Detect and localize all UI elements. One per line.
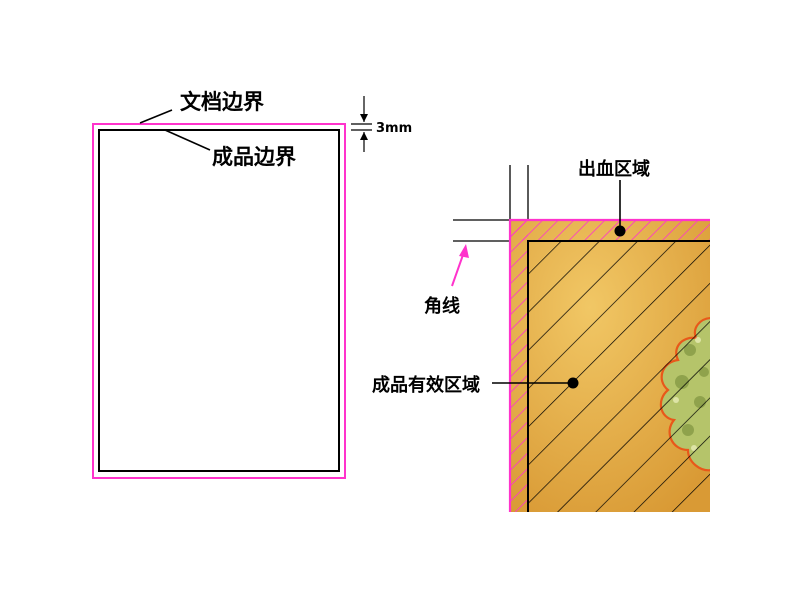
corner-line-label: 角线 xyxy=(424,295,460,317)
bleed-area-label: 出血区域 xyxy=(578,158,650,180)
finished-border xyxy=(98,129,340,472)
dimension-arrows-icon xyxy=(351,96,372,152)
dot-icon xyxy=(614,225,626,237)
trim-edge xyxy=(527,240,710,512)
document-border xyxy=(92,123,346,479)
corner-lines xyxy=(453,165,529,242)
bleed-size-label: 3mm xyxy=(376,121,412,136)
document-border-leader xyxy=(139,109,173,124)
finished-border-label: 成品边界 xyxy=(212,145,296,169)
bleed-edge xyxy=(508,218,710,512)
document-border-label: 文档边界 xyxy=(180,90,264,114)
dot-icon xyxy=(567,377,579,389)
artwork-area xyxy=(510,220,710,512)
arrow-up-right-icon xyxy=(451,244,469,287)
finished-border-leader xyxy=(164,129,211,151)
effective-area-label: 成品有效区域 xyxy=(372,374,480,396)
